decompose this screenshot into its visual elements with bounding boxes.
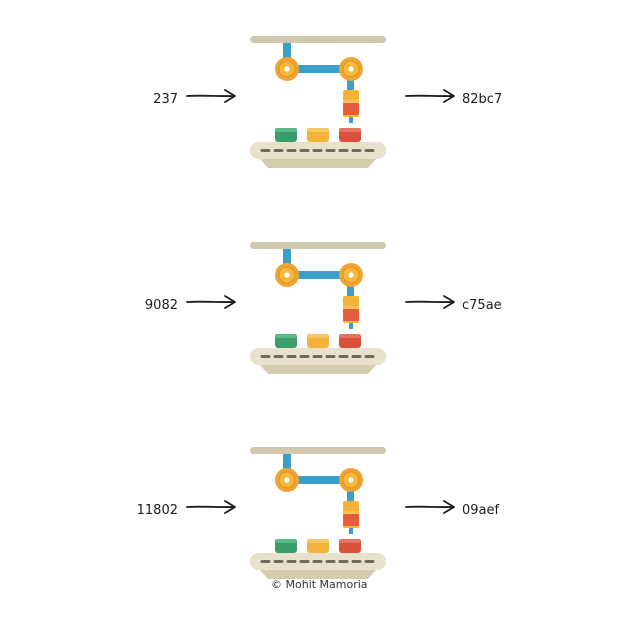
arrow-right-icon bbox=[405, 295, 455, 309]
arrow-right-icon bbox=[186, 295, 236, 309]
conversion-row-2: 9082 bbox=[0, 206, 640, 374]
input-value: 237 bbox=[153, 92, 178, 107]
robotic-arm-conveyor-icon bbox=[250, 242, 386, 374]
output-value: 09aef bbox=[462, 503, 500, 518]
arrow-right-icon bbox=[405, 500, 455, 514]
copyright-credit: © Mohit Mamoria bbox=[271, 578, 368, 591]
input-value: 11802 bbox=[136, 503, 178, 518]
input-value: 9082 bbox=[144, 298, 178, 313]
arrow-right-icon bbox=[186, 89, 236, 103]
robotic-arm-conveyor-icon bbox=[250, 36, 386, 168]
arrow-right-icon bbox=[186, 500, 236, 514]
robotic-arm-conveyor-icon bbox=[250, 447, 386, 579]
conversion-row-3: 11802 bbox=[0, 411, 640, 579]
output-value: 82bc7 bbox=[462, 92, 503, 107]
output-value: c75ae bbox=[462, 298, 502, 313]
conversion-row-1: 237 bbox=[0, 0, 640, 168]
arrow-right-icon bbox=[405, 89, 455, 103]
